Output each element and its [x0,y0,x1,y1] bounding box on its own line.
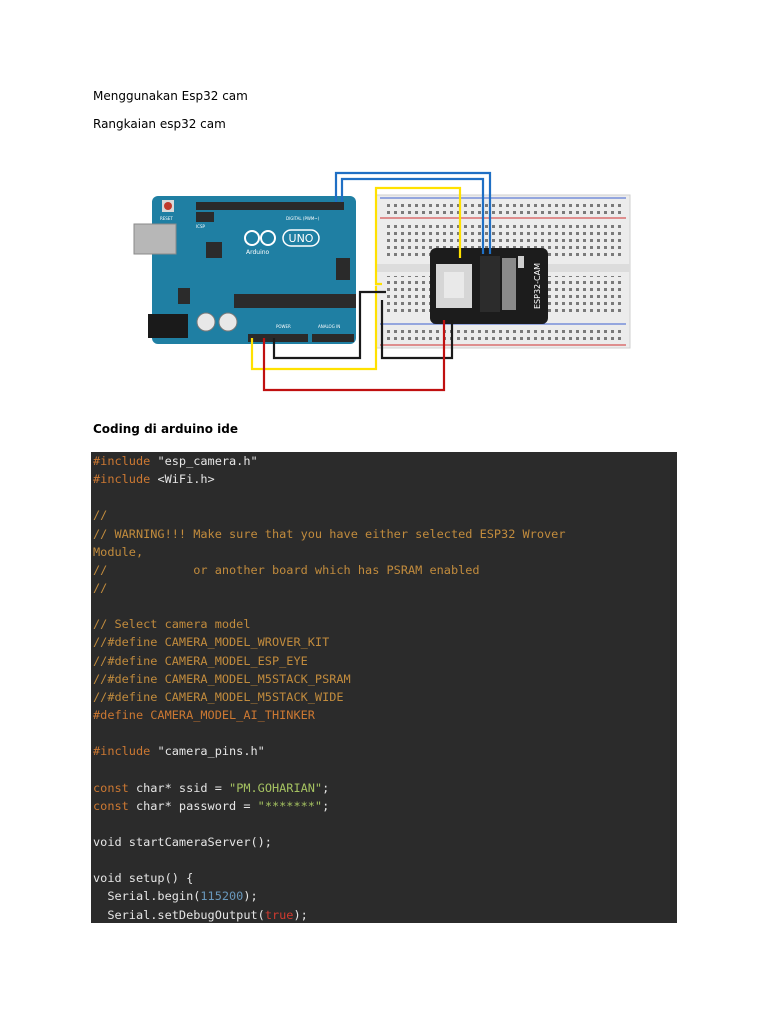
code-token: "esp_camera.h" [150,454,258,468]
code-token: // Select camera model [93,617,251,632]
code-line: //#define CAMERA_MODEL_ESP_EYE [93,652,677,670]
icsp-label: ICSP [196,224,206,229]
black-wire-a [272,290,386,360]
code-line [93,760,677,778]
code-line: #define CAMERA_MODEL_AI_THINKER [93,706,677,724]
esp32-cam-label: ESP32-CAM [533,263,542,309]
document-title: Menggunakan Esp32 cam [93,89,248,103]
code-token: true [264,907,294,922]
code-token: void startCameraServer(); [93,834,272,849]
code-token: 115200 [200,889,244,904]
section-heading-coding: Coding di arduino ide [93,422,239,436]
code-line: //#define CAMERA_MODEL_M5STACK_WIDE [93,688,677,706]
section-heading-circuit: Rangkaian esp32 cam [93,117,226,131]
digital-label: DIGITAL (PWM~) [286,216,320,221]
code-token: Module, [93,544,144,559]
code-token: #include [93,454,151,468]
arduino-label: Arduino [246,249,270,256]
code-token: #include [93,472,151,487]
reset-label: RESET [160,216,173,221]
code-token: //#define CAMERA_MODEL_ESP_EYE [93,653,308,668]
code-token: // [93,580,108,595]
code-line [93,851,677,869]
code-line: // [93,506,677,524]
red-wire [262,320,446,392]
code-token: <WiFi.h> [150,472,215,487]
code-line: //#define CAMERA_MODEL_M5STACK_PSRAM [93,670,677,688]
analog-label: ANALOG IN [318,324,340,329]
code-line: #include "camera_pins.h" [93,742,677,760]
code-token: "PM.GOHARIAN" [229,780,323,795]
yellow-wire-bottom [250,286,378,371]
code-token: "*******" [257,798,323,813]
code-line: // WARNING!!! Make sure that you have ei… [93,525,677,543]
code-token: ); [243,889,258,904]
code-line: const char* password = "*******"; [93,797,677,815]
code-token: const [93,780,129,795]
wires [250,171,492,392]
blue-wire-b [340,177,485,254]
code-token: ; [322,780,330,795]
wiring-diagram-svg: UNO Arduino RESET ICSP DIGITAL (PWM~) PO… [133,171,631,392]
code-token: char* password = [128,798,258,813]
code-line: // [93,579,677,597]
code-token: ; [322,798,330,813]
code-token: #include [93,744,151,759]
code-line [93,488,677,506]
code-token: char* ssid = [128,780,230,795]
code-line: void startCameraServer(); [93,833,677,851]
wiring-diagram: UNO Arduino RESET ICSP DIGITAL (PWM~) PO… [126,160,636,400]
code-token: // or another board which has PSRAM enab… [93,562,480,577]
code-token: "camera_pins.h" [150,744,265,759]
power-label: POWER [276,324,291,329]
blue-wire-a [334,171,492,254]
code-token: //#define CAMERA_MODEL_M5STACK_WIDE [93,689,344,704]
code-token: const [93,798,129,813]
code-line: const char* ssid = "PM.GOHARIAN"; [93,779,677,797]
code-token: #define CAMERA_MODEL_AI_THINKER [93,707,315,722]
code-token: void setup() { [93,871,194,886]
code-line: Serial.begin(115200); [93,887,677,905]
code-line [93,815,677,833]
code-token: //#define CAMERA_MODEL_M5STACK_PSRAM [93,671,351,686]
code-line [93,724,677,742]
code-line: // or another board which has PSRAM enab… [93,561,677,579]
arduino-uno-board: UNO Arduino RESET ICSP DIGITAL (PWM~) PO… [133,196,356,344]
uno-label: UNO [289,232,314,245]
black-wire-b [380,300,454,360]
code-line: void setup() { [93,869,677,887]
code-token: // [93,508,108,523]
code-line: Module, [93,543,677,561]
esp32-cam-module: ESP32-CAM [430,248,548,324]
code-token: ); [293,907,308,922]
code-line [93,597,677,615]
yellow-wire-top [374,186,462,286]
code-line: // Select camera model [93,615,677,633]
code-line: Serial.setDebugOutput(true); [93,906,677,923]
code-block: #include "esp_camera.h"#include <WiFi.h>… [91,452,677,923]
code-line: #include <WiFi.h> [93,470,677,488]
code-token: Serial.setDebugOutput( [93,907,265,922]
code-token: // WARNING!!! Make sure that you have ei… [93,526,566,541]
code-token: Serial.begin( [93,889,201,904]
code-line: #include "esp_camera.h" [93,452,677,470]
code-line: //#define CAMERA_MODEL_WROVER_KIT [93,633,677,651]
code-token: //#define CAMERA_MODEL_WROVER_KIT [93,635,330,650]
